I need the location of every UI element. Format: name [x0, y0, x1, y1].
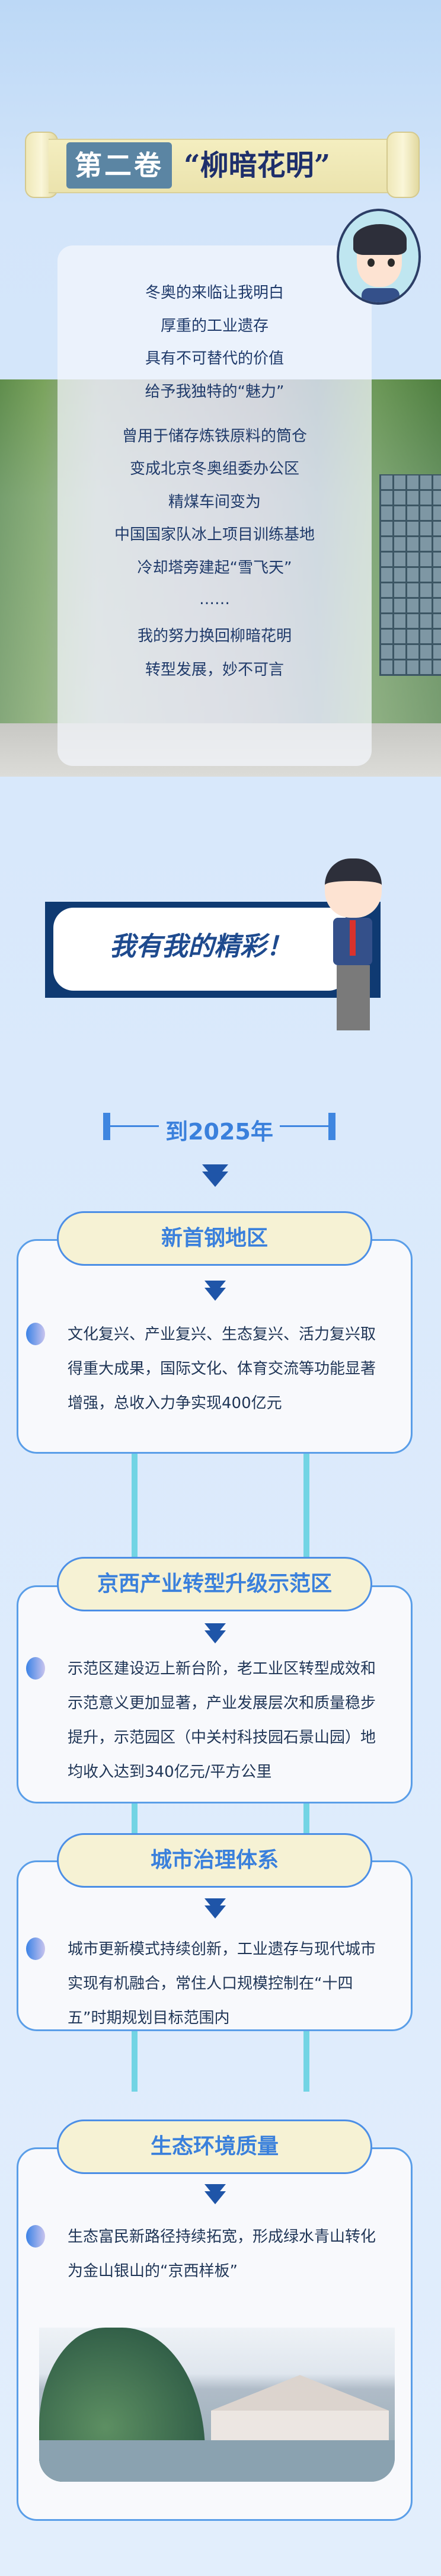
bullet-icon	[26, 2225, 45, 2248]
poem-line: 中国国家队冰上项目训练基地	[114, 526, 315, 544]
year-bracket-left	[103, 1113, 110, 1140]
bullet-icon	[26, 1657, 45, 1680]
section-header: 京西产业转型升级示范区	[57, 1557, 372, 1611]
volume-label: 第二卷	[66, 142, 172, 189]
connector-line	[303, 2031, 309, 2092]
year-line-right	[280, 1125, 328, 1127]
glass-building	[379, 474, 441, 676]
poem-line: 冬奥的来临让我明白	[145, 284, 284, 302]
down-arrow-icon	[204, 1898, 226, 1919]
poem-line: 我的努力换回柳暗花明	[137, 627, 292, 645]
poem-line: 给予我独特的“魅力”	[145, 383, 285, 401]
section-header: 城市治理体系	[57, 1833, 372, 1888]
section-header: 生态环境质量	[57, 2119, 372, 2174]
connector-line	[132, 2031, 138, 2092]
year-label: 到2025年	[165, 1119, 273, 1145]
avatar	[337, 209, 421, 305]
section-text: 生态富民新路径持续拓宽，形成绿水青山转化为金山银山的“京西样板”	[68, 2228, 376, 2280]
connector-line	[303, 1454, 309, 1558]
section-header: 新首钢地区	[57, 1211, 372, 1266]
boy-character	[320, 858, 385, 1036]
scroll-roll-right	[386, 132, 420, 198]
connector-line	[303, 1803, 309, 1834]
section-text: 城市更新模式持续创新，工业遗存与现代城市实现有机融合，常住人口规模控制在“十四五…	[68, 1940, 376, 2027]
year-line-left	[110, 1125, 159, 1127]
poem-line: 精煤车间变为	[168, 493, 261, 511]
poem-line: 具有不可替代的价值	[145, 350, 284, 368]
down-arrow-icon	[204, 2184, 226, 2204]
down-arrow-icon	[204, 1281, 226, 1301]
poem-line: 转型发展，妙不可言	[145, 661, 284, 679]
bullet-icon	[26, 1937, 45, 1960]
avatar-eye	[388, 258, 395, 267]
poem-line: 变成北京冬奥组委办公区	[129, 460, 299, 478]
poem-line: 冷却塔旁建起“雪飞天”	[137, 559, 292, 577]
section-title: “柳暗花明”	[184, 149, 331, 182]
section-text: 文化复兴、产业复兴、生态复兴、活力复兴取得重大成果，国际文化、体育交流等功能显著…	[68, 1326, 376, 1412]
poem-line: 曾用于储存炼铁原料的筒仓	[122, 427, 307, 445]
avatar-body	[362, 288, 400, 302]
section-text: 示范区建设迈上新台阶，老工业区转型成效和示范意义更加显著，产业发展层次和质量稳步…	[68, 1660, 376, 1781]
bullet-icon	[26, 1323, 45, 1345]
avatar-eye	[368, 258, 375, 267]
highlight-banner	[45, 902, 381, 998]
down-arrow-icon	[204, 1623, 226, 1643]
year-bracket-right	[328, 1113, 335, 1140]
down-arrow-icon	[202, 1164, 228, 1187]
avatar-hair	[353, 224, 407, 255]
poem-line: 厚重的工业遗存	[160, 317, 269, 335]
connector-line	[132, 1454, 138, 1558]
poem-card	[57, 245, 372, 766]
village-house-photo	[39, 2328, 395, 2482]
connector-line	[132, 1803, 138, 1834]
poem-line: ……	[199, 590, 230, 608]
highlight-banner-text: 我有我的精彩！	[110, 931, 292, 962]
